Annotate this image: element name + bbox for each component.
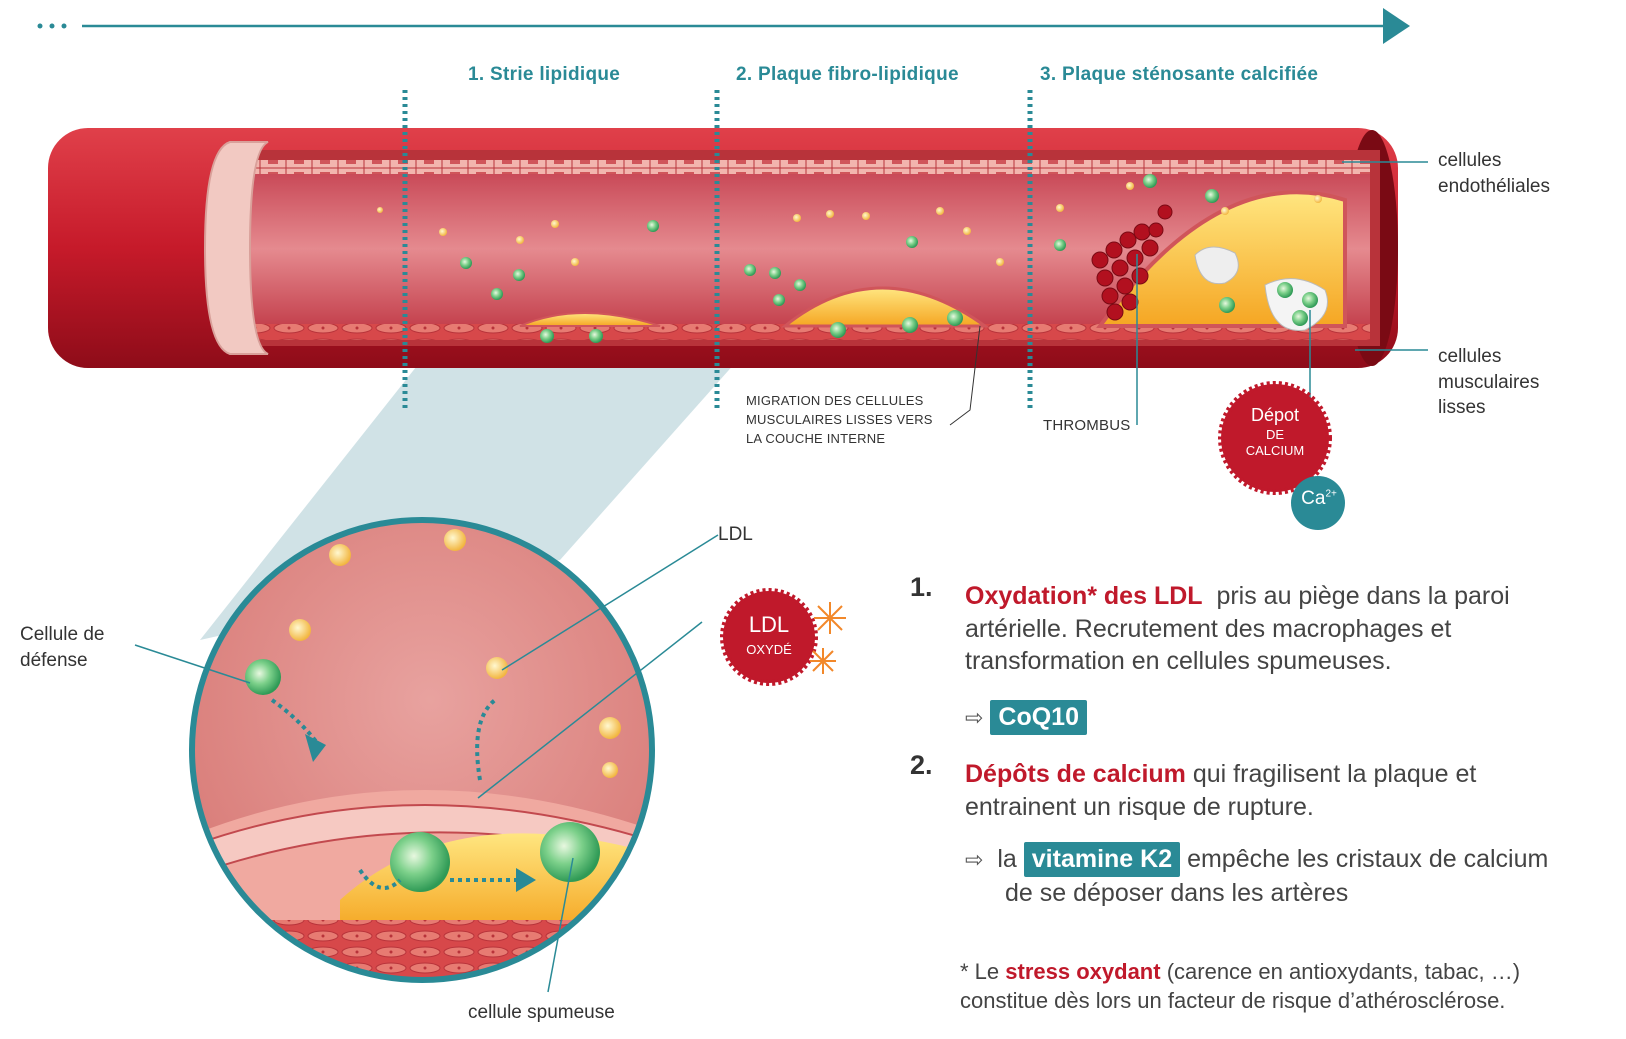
artery-vessel: [48, 128, 1398, 368]
footnote: * Le stress oxydant (carence en antioxyd…: [960, 958, 1520, 1015]
ldl-oxide-text: LDL oxydé: [723, 612, 815, 657]
calcium-ion-label: Ca2+: [1297, 488, 1341, 510]
foam-cell-label: cellule spumeuse: [468, 1000, 615, 1026]
point-2-text: Dépôts de calcium qui fragilisent la pla…: [965, 758, 1476, 823]
stage-2-title: 2. Plaque fibro-lipidique: [736, 64, 959, 86]
point-2-number: 2.: [910, 750, 933, 781]
progression-arrow: [38, 8, 1411, 44]
coq10-tip: ⇨ CoQ10: [965, 700, 1087, 735]
ldl-label: LDL: [718, 522, 753, 548]
arrow-right-icon: ⇨: [965, 705, 983, 730]
calcium-badge-text: Dépot de calcium: [1221, 404, 1329, 459]
point-1-text: Oxydation* des LDL pris au piège dans la…: [965, 580, 1510, 678]
stage-3-title: 3. Plaque sténosante calcifiée: [1040, 64, 1318, 86]
arrow-right-icon: ⇨: [965, 847, 983, 872]
vitamin-k2-tip: ⇨ la vitamine K2 empêche les cristaux de…: [965, 842, 1548, 909]
stage-1-title: 1. Strie lipidique: [468, 64, 620, 86]
thrombus-label: Thrombus: [1043, 415, 1130, 437]
point-1-number: 1.: [910, 572, 933, 603]
zoom-circle: [180, 456, 680, 1000]
